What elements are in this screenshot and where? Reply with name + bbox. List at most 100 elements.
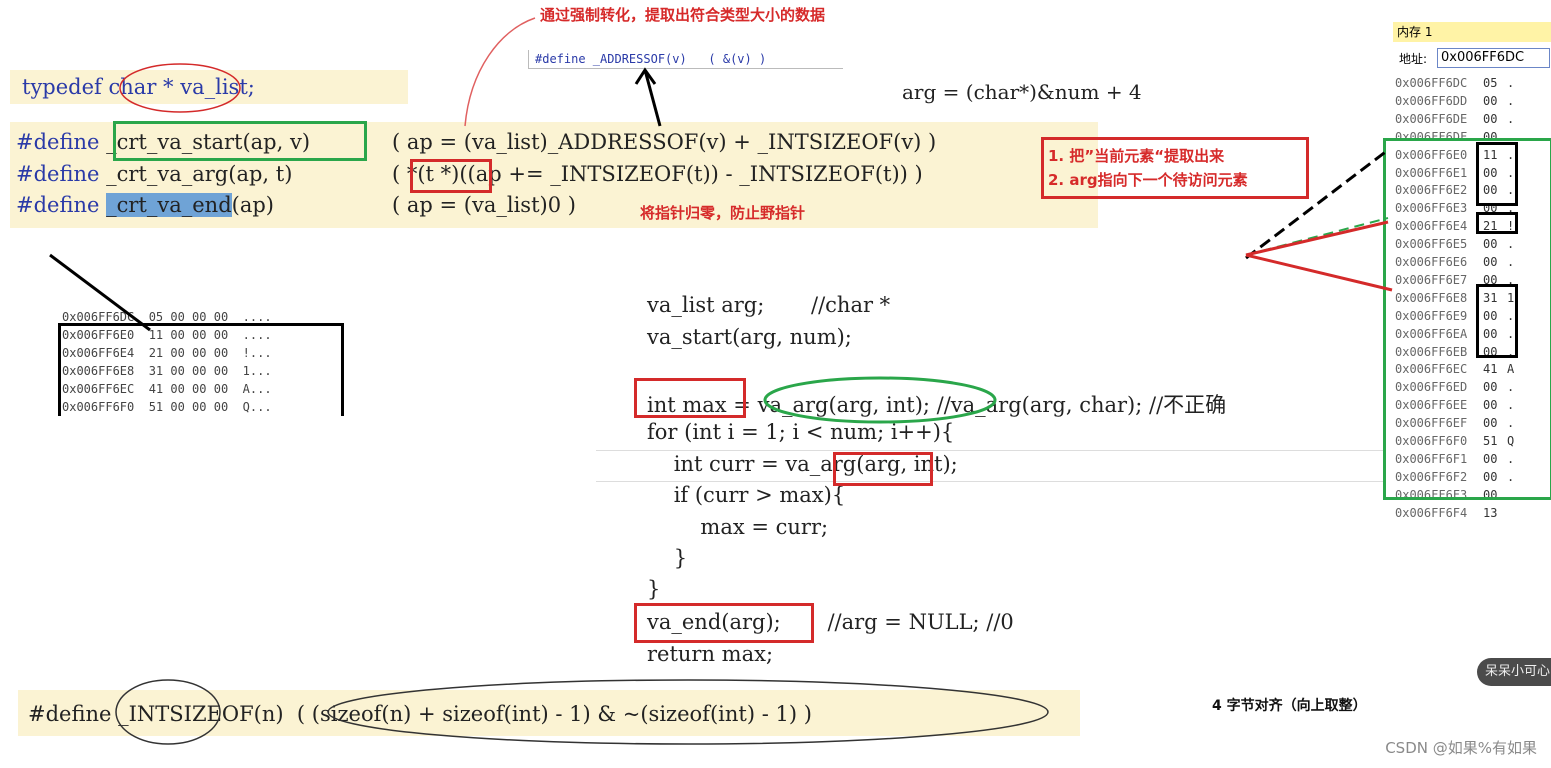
memory-char: .	[1507, 111, 1515, 126]
memory-char: .	[1507, 255, 1515, 269]
addressof-define: #define _ADDRESSOF(v) ( &(v) )	[528, 50, 843, 69]
memory-char: .	[1507, 76, 1515, 90]
memory-address: 0x006FF6F4	[1395, 505, 1468, 520]
memory-address: 0x006FF6E8	[1395, 290, 1468, 305]
memory-byte: 00	[1483, 93, 1498, 108]
memory-address: 0x006FF6F1	[1395, 451, 1468, 466]
memory-byte: 51	[1483, 434, 1498, 448]
memory-char: .	[1507, 183, 1515, 198]
deref-highlight-box	[410, 159, 492, 193]
memory-row: 0x006FF6F4 13	[1395, 506, 1521, 524]
code-line: max = curr;	[647, 515, 829, 539]
typedef-name: va_list;	[180, 75, 255, 99]
memory-byte: 41	[1483, 362, 1498, 377]
code-line: }	[647, 546, 688, 570]
memory-byte: 00	[1483, 255, 1498, 269]
code-line: return max;	[647, 642, 774, 666]
mem-box-11	[1476, 142, 1518, 206]
memory-address: 0x006FF6ED	[1395, 380, 1468, 395]
sketch-row: 0x006FF6F0 51 00 00 00 Q...	[62, 400, 272, 414]
memory-byte: 00	[1483, 326, 1498, 341]
memory-address: 0x006FF6EE	[1395, 398, 1468, 413]
code-line: va_end(arg); //arg = NULL; //0	[647, 610, 1014, 634]
memory-char: .	[1507, 487, 1515, 502]
memory-address: 0x006FF6E9	[1395, 308, 1468, 323]
memory-byte: 00	[1483, 469, 1498, 484]
memory-char: .	[1507, 147, 1515, 162]
memory-row: 0x006FF6DD 00.	[1395, 94, 1521, 112]
memory-char: .	[1507, 165, 1515, 180]
define-end: #define _crt_va_end(ap)	[16, 193, 275, 217]
memory-row: 0x006FF6E8 31 1	[1395, 291, 1521, 309]
sketch-row: 0x006FF6DC 05 00 00 00 ....	[62, 310, 272, 324]
address-label: 地址:	[1399, 52, 1428, 66]
callout-box	[1041, 137, 1309, 199]
memory-address: 0x006FF6E4	[1395, 219, 1468, 234]
memory-address: 0x006FF6DD	[1395, 93, 1468, 108]
memory-char: 1	[1507, 290, 1515, 305]
memory-byte: 31	[1483, 290, 1498, 305]
code-line: }	[647, 577, 661, 601]
memory-address: 0x006FF6E5	[1395, 237, 1468, 252]
memory-address: 0x006FF6EC	[1395, 362, 1468, 377]
memory-address: 0x006FF6E7	[1395, 272, 1468, 287]
define-end-body: ( ap = (va_list)0 )	[392, 193, 576, 217]
mem-box-21	[1476, 212, 1518, 234]
code-line: for (int i = 1; i < num; i++){	[647, 420, 955, 444]
define-start: #define _crt_va_start(ap, v)	[16, 130, 311, 154]
memory-char: A	[1507, 362, 1515, 377]
memory-address: 0x006FF6EB	[1395, 344, 1468, 359]
memory-address: 0x006FF6E3	[1395, 201, 1468, 216]
memory-address: 0x006FF6E0	[1395, 147, 1468, 162]
memory-address: 0x006FF6DE	[1395, 111, 1468, 126]
arg-note: arg = (char*)&num + 4	[902, 80, 1142, 104]
va-end-box	[634, 603, 814, 643]
memory-char: .	[1507, 326, 1515, 341]
memory-byte: 00	[1483, 237, 1498, 252]
callout-line1: 1. 把”当前元素“提取出来	[1048, 147, 1225, 165]
memory-char: .	[1507, 129, 1515, 144]
memory-row: 0x006FF6ED 00.	[1395, 380, 1521, 398]
memory-char: .	[1507, 93, 1515, 108]
memory-byte: 11	[1483, 147, 1498, 162]
memory-row: 0x006FF6DE 00.	[1395, 112, 1521, 130]
current-line-highlight	[596, 450, 1384, 482]
sketch-row: 0x006FF6EC 41 00 00 00 A...	[62, 382, 272, 396]
align-note: 4 字节对齐（向上取整）	[1212, 698, 1367, 714]
memory-row: 0x006FF6EC 41 A	[1395, 362, 1521, 380]
memory-window-title: 内存 1	[1393, 22, 1551, 42]
sketch-row: 0x006FF6E0 11 00 00 00 ....	[62, 328, 272, 342]
callout-line2: 2. arg指向下一个待访问元素	[1048, 171, 1248, 189]
memory-byte: 00	[1483, 272, 1498, 287]
memory-char: .	[1507, 380, 1515, 395]
code-line: int max = va_arg(arg, int); //va_arg(arg…	[647, 393, 1227, 417]
memory-byte: 00	[1483, 111, 1498, 126]
memory-address: 0x006FF6EA	[1395, 326, 1468, 341]
user-badge: 呆呆小可心	[1477, 658, 1551, 686]
intsizeof-define: #define _INTSIZEOF(n) ( (sizeof(n) + siz…	[28, 702, 812, 726]
memory-char: !	[1507, 219, 1515, 234]
typedef-type: char *	[108, 75, 174, 99]
start-highlight-box	[113, 121, 367, 161]
address-input[interactable]: 0x006FF6DC	[1437, 48, 1550, 68]
code-line: int curr = va_arg(arg, int);	[647, 452, 958, 476]
code-line: if (curr > max){	[647, 483, 846, 507]
va-arg-box	[833, 452, 933, 486]
sketch-row: 0x006FF6E8 31 00 00 00 1...	[62, 364, 272, 378]
memory-byte: 00	[1483, 380, 1498, 395]
code-line: va_start(arg, num);	[647, 325, 852, 349]
memory-byte: 13	[1483, 505, 1498, 520]
define-arg: #define _crt_va_arg(ap, t)	[16, 162, 293, 186]
